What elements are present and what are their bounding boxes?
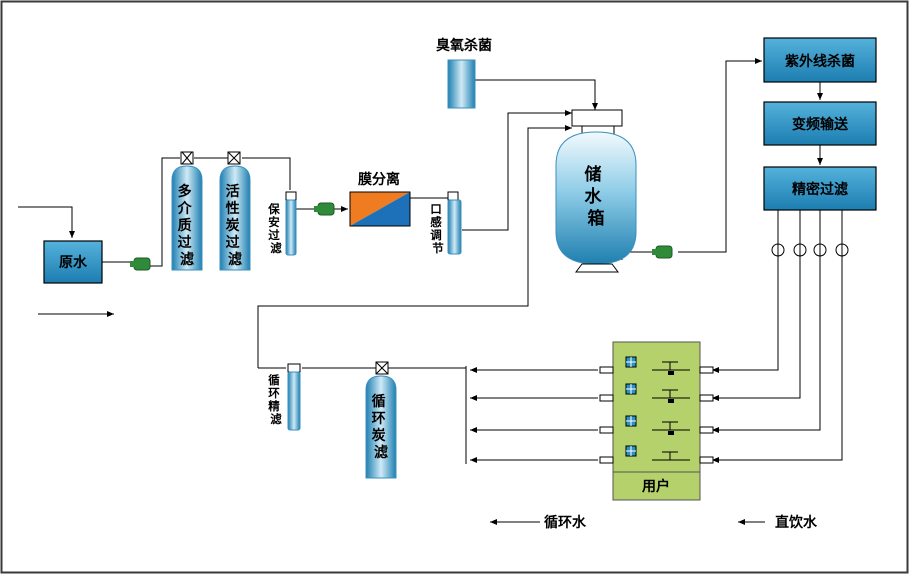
user-taps	[599, 356, 714, 464]
membrane-label: 膜分离	[358, 171, 400, 188]
precision-label: 精密过滤	[792, 181, 848, 198]
ozone-sterilizer: 臭氧杀菌	[436, 37, 492, 109]
svg-text:保 安 过 滤: 保 安 过 滤	[267, 202, 284, 255]
user-label: 用户	[642, 478, 670, 495]
uv-label: 紫外线杀菌	[785, 53, 855, 70]
raw-water-box: 原水	[43, 240, 103, 284]
precision-filter-box: 精密过滤	[763, 166, 877, 211]
direct-drinking-label: 直饮水	[775, 514, 818, 531]
vfd-box: 变频输送	[763, 101, 877, 146]
taste-adjust-filter: 口 感 调 节	[430, 191, 462, 255]
svg-text:口 感 调 节: 口 感 调 节	[430, 202, 446, 255]
tap-icon	[599, 445, 714, 464]
multi-media-label-1: 多	[178, 183, 192, 200]
tap-icon	[599, 415, 714, 435]
svg-text:活 性 炭 过: 活 性 炭 过 滤	[226, 183, 245, 268]
recirculation-label: 循环水	[544, 514, 587, 531]
uv-sterilizer-box: 紫外线杀菌	[763, 37, 877, 83]
pump-icon	[130, 257, 151, 271]
activated-carbon-filter: 活 性 炭 过 滤	[219, 151, 251, 271]
svg-text:储 水 箱: 储 水 箱	[585, 164, 608, 229]
check-valve-icon	[771, 243, 849, 257]
multi-media-filter: 多 介 质 过 滤	[171, 151, 203, 271]
raw-water-label: 原水	[59, 254, 88, 271]
circulation-carbon-filter: 循 环 炭 滤	[365, 361, 397, 479]
storage-tank: 储 水 箱	[555, 109, 637, 273]
svg-text:多 介 质 过: 多 介 质 过 滤	[177, 183, 197, 268]
tap-icon	[599, 356, 714, 375]
pump-icon	[652, 245, 673, 259]
pump-icon	[314, 202, 335, 216]
circulation-precision-filter: 循 环 精 滤	[267, 363, 301, 431]
svg-text:循 环 精 滤: 循 环 精 滤	[267, 373, 284, 426]
svg-text:循 环 炭 滤: 循 环 炭 滤	[372, 393, 391, 461]
vfd-label: 变频输送	[792, 116, 849, 133]
tap-icon	[599, 383, 714, 403]
ozone-label: 臭氧杀菌	[436, 37, 492, 54]
membrane-separator: 膜分离	[349, 171, 411, 227]
security-filter: 保 安 过 滤	[267, 191, 297, 256]
pipes	[18, 61, 843, 522]
